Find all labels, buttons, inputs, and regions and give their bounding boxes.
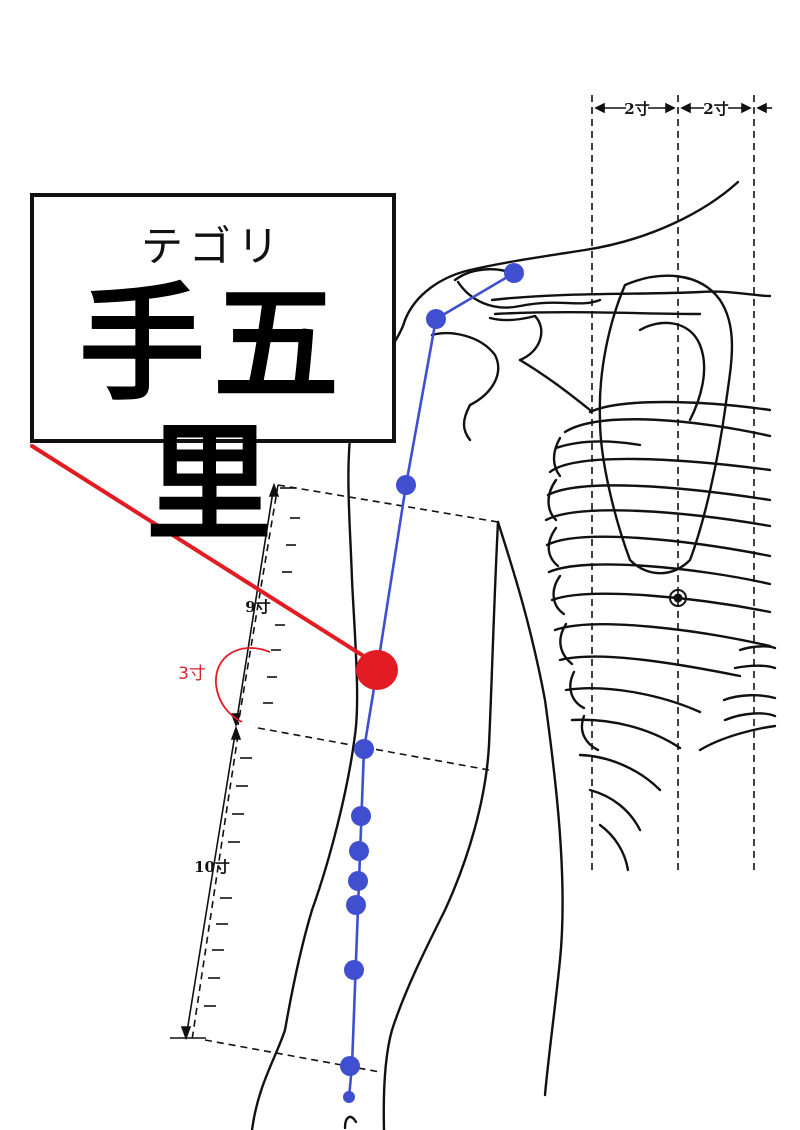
leader-line [30,444,364,657]
chest-right-label: 2寸 [703,100,728,118]
meridian-point [346,895,366,915]
point-name: 手五里 [79,271,347,558]
meridian-point [349,841,369,861]
arm-guide-lines [191,484,499,1073]
point-reading: テゴリ [140,222,285,271]
chest-dimension [594,102,772,114]
upper-arm-length-label: 9寸 [245,598,270,616]
highlighted-acupoint[interactable] [356,650,398,690]
chest-guide-lines [591,95,755,875]
meridian-point [396,475,416,495]
chest-left-label: 2寸 [624,100,649,118]
point-label-box: テゴリ 手五里 [30,193,396,555]
meridian-point [344,960,364,980]
meridian-point [351,806,371,826]
body-outline [250,180,777,1130]
meridian-point [348,871,368,891]
meridian-point [343,1091,355,1103]
meridian-point [354,739,374,759]
meridian-point [504,263,524,283]
forearm-length-label: 10寸 [194,858,230,876]
meridian-points [340,263,524,1103]
meridian-point [426,309,446,329]
offset-arc [215,647,271,723]
meridian-point [340,1056,360,1076]
forearm-ruler [170,725,252,1041]
offset-label: 3寸 [178,664,206,684]
